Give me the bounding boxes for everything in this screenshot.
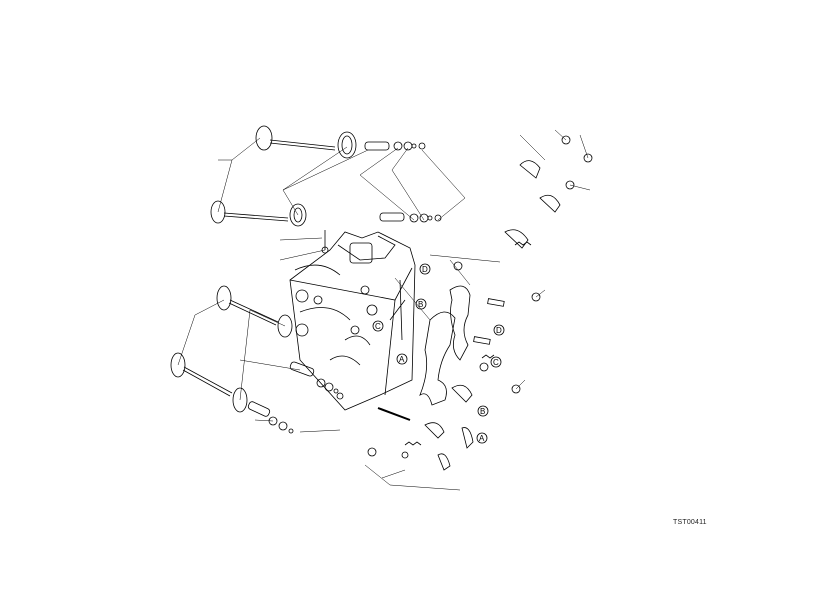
intake-valve-lower [210,200,307,227]
ref-label-D-left: D [419,263,431,275]
svg-text:B: B [480,407,485,416]
svg-text:D: D [422,265,428,274]
ref-label-A-right: A [476,432,488,444]
svg-text:D: D [496,326,502,335]
ref-label-C-right: C [490,356,502,368]
svg-text:C: C [493,358,499,367]
ref-label-B-left: B [415,298,427,310]
svg-text:B: B [418,300,423,309]
svg-text:C: C [375,322,381,331]
ref-label-A-left: A [396,353,408,365]
adjuster-screws [367,135,593,459]
drawing-code: TST00411 [673,519,707,526]
ref-label-B-right: B [477,405,489,417]
rocker-arms [404,160,561,471]
valve-guides [247,141,442,434]
camshaft-holders [419,285,471,406]
cylinder-head [289,230,416,411]
exhaust-valve-lower [170,352,248,413]
svg-text:A: A [399,355,405,364]
exhaust-valve-upper [216,285,293,338]
leader-lines [177,129,591,491]
ref-label-D-right: D [493,324,505,336]
svg-text:A: A [479,434,485,443]
ref-label-C-left: C [372,320,384,332]
intake-valve-upper [255,125,357,159]
